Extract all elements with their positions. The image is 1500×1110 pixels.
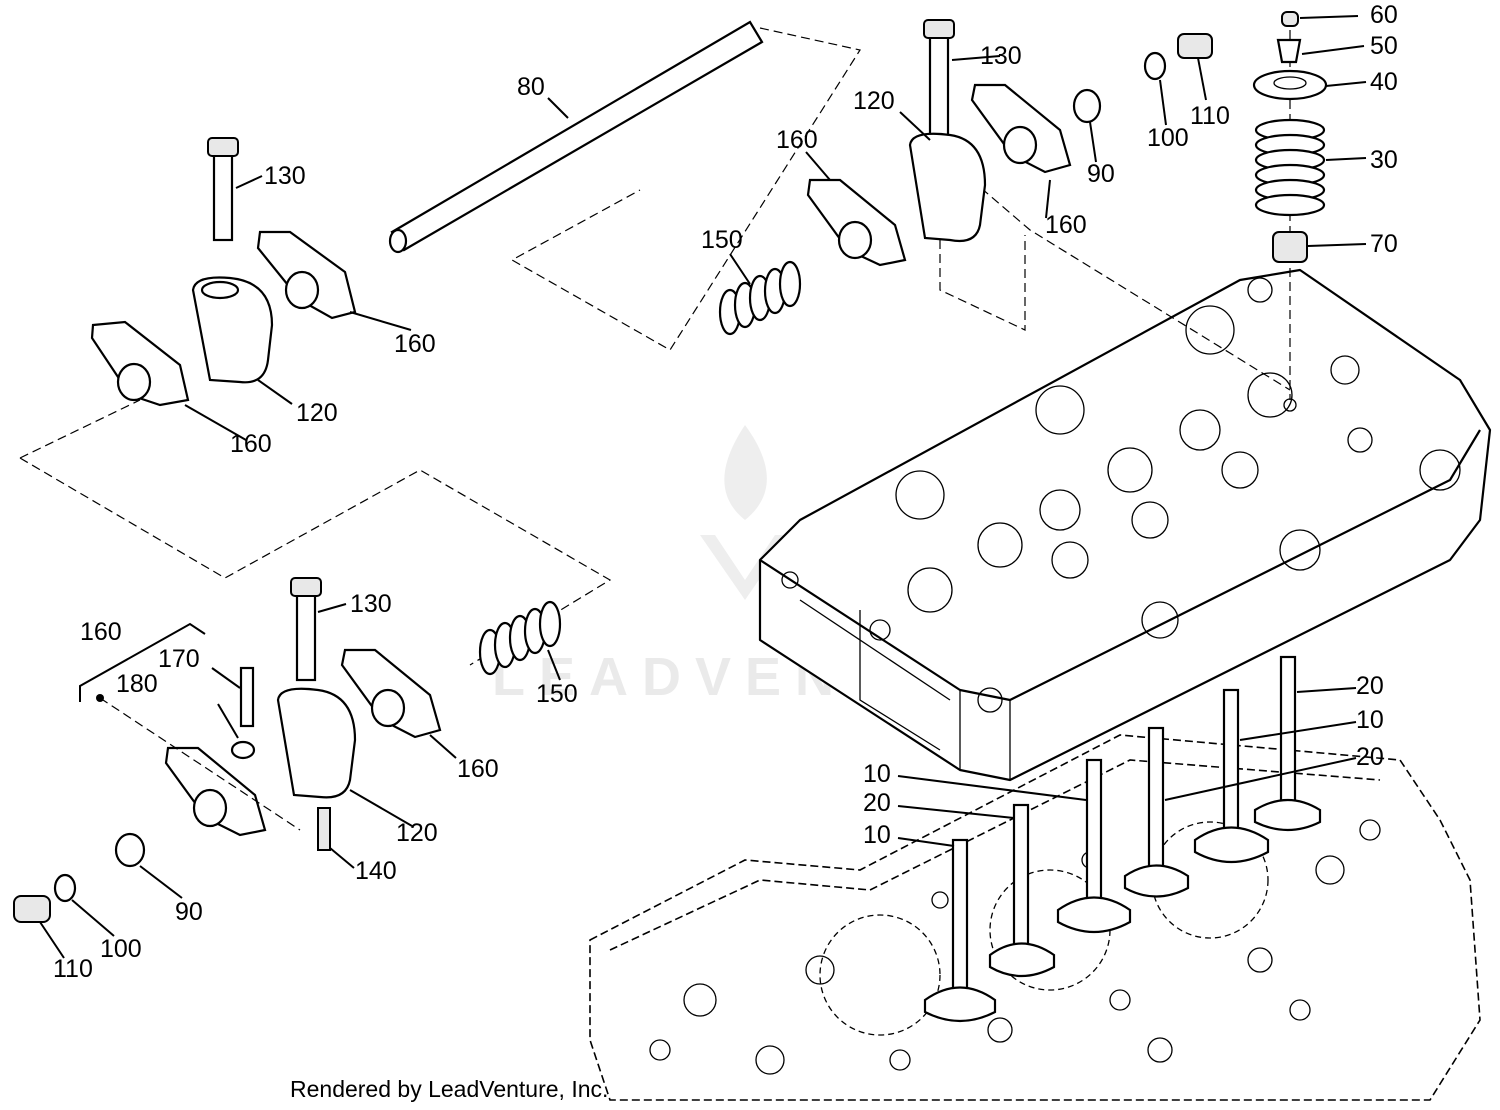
valve-spring-stack [1252, 11, 1328, 400]
callout-150: 150 [536, 680, 578, 708]
callout-100: 100 [1147, 124, 1189, 152]
callout-180: 180 [116, 670, 158, 698]
callout-60: 60 [1370, 1, 1398, 29]
callout-10: 10 [863, 760, 891, 788]
callout-120: 120 [296, 399, 338, 427]
valve-5 [1193, 688, 1270, 863]
cylinder-head [758, 268, 1492, 782]
valve-6 [1253, 655, 1322, 832]
callout-160: 160 [80, 618, 122, 646]
render-credit: Rendered by LeadVenture, Inc. [290, 1076, 608, 1102]
callout-130: 130 [264, 162, 306, 190]
valve-4 [1123, 726, 1190, 898]
callout-160: 160 [457, 755, 499, 783]
callout-10: 10 [863, 821, 891, 849]
rocker-group-center [718, 19, 1213, 336]
valve-3 [1056, 758, 1132, 933]
callout-110: 110 [53, 955, 93, 983]
callout-30: 30 [1370, 146, 1398, 174]
spring-30 [1254, 118, 1326, 217]
callout-20: 20 [1356, 672, 1384, 700]
callout-120: 120 [396, 819, 438, 847]
callout-90: 90 [175, 898, 203, 926]
callout-160: 160 [230, 430, 272, 458]
callout-110: 110 [1190, 102, 1230, 130]
callout-70: 70 [1370, 230, 1398, 258]
callout-160: 160 [1045, 211, 1087, 239]
valve-2 [988, 803, 1056, 977]
callout-170: 170 [158, 645, 200, 673]
callout-50: 50 [1370, 32, 1398, 60]
spring-150a [718, 260, 802, 336]
callout-140: 140 [355, 857, 397, 885]
callout-150: 150 [701, 226, 743, 254]
rocker-group-left [19, 137, 612, 666]
callout-130: 130 [980, 42, 1022, 70]
callout-labels: 80 130 160 120 160 130 120 160 150 160 9… [53, 1, 1398, 983]
leader-lines [39, 15, 1367, 959]
callout-100: 100 [100, 935, 142, 963]
callout-20: 20 [1356, 743, 1384, 771]
callout-10: 10 [1356, 706, 1384, 734]
valves [923, 655, 1322, 1022]
head-ports [781, 277, 1461, 713]
callout-40: 40 [1370, 68, 1398, 96]
callout-90: 90 [1087, 160, 1115, 188]
callout-160: 160 [776, 126, 818, 154]
callout-160: 160 [394, 330, 436, 358]
callout-120: 120 [853, 87, 895, 115]
valve-1 [923, 838, 997, 1022]
callout-20: 20 [863, 789, 891, 817]
block-holes [649, 819, 1381, 1075]
callout-80: 80 [517, 73, 545, 101]
callout-130: 130 [350, 590, 392, 618]
rocker-group-lower [13, 577, 562, 923]
spring-150b [478, 600, 562, 676]
engine-block [589, 734, 1481, 1101]
